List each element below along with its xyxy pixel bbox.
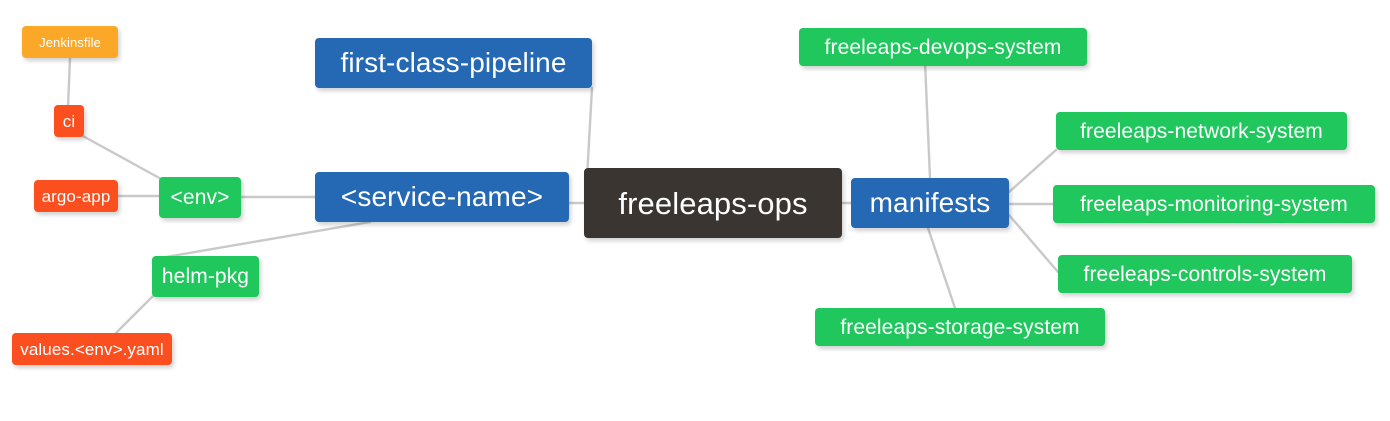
edge-manifests-network-system (1007, 148, 1058, 194)
node-helm-pkg[interactable]: helm-pkg (152, 256, 259, 297)
node-argo-app[interactable]: argo-app (34, 180, 118, 212)
node-first-class-pipeline[interactable]: first-class-pipeline (315, 38, 592, 88)
node-service-name[interactable]: <service-name> (315, 172, 569, 222)
edge-manifests-devops-system (923, 60, 932, 180)
node-values-env-yaml[interactable]: values.<env>.yaml (12, 333, 172, 365)
node-freeleaps-network-system[interactable]: freeleaps-network-system (1056, 112, 1347, 150)
edge-helm-pkg-values-yaml (114, 288, 161, 335)
node-env[interactable]: <env> (159, 177, 241, 218)
node-freeleaps-monitoring-system[interactable]: freeleaps-monitoring-system (1053, 185, 1375, 223)
edge-env-ci (79, 133, 165, 182)
edge-manifests-storage-system (926, 226, 957, 310)
node-freeleaps-storage-system[interactable]: freeleaps-storage-system (815, 308, 1105, 346)
node-freeleaps-controls-system[interactable]: freeleaps-controls-system (1058, 255, 1352, 293)
node-freeleaps-ops[interactable]: freeleaps-ops (584, 168, 842, 238)
node-jenkinsfile[interactable]: Jenkinsfile (22, 26, 118, 58)
node-ci[interactable]: ci (54, 105, 84, 137)
node-freeleaps-devops-system[interactable]: freeleaps-devops-system (799, 28, 1087, 66)
edge-ci-jenkinsfile (66, 56, 72, 109)
edge-service-name-helm-pkg (158, 220, 372, 260)
edge-manifests-controls-system (1007, 213, 1060, 274)
node-manifests[interactable]: manifests (851, 178, 1009, 228)
